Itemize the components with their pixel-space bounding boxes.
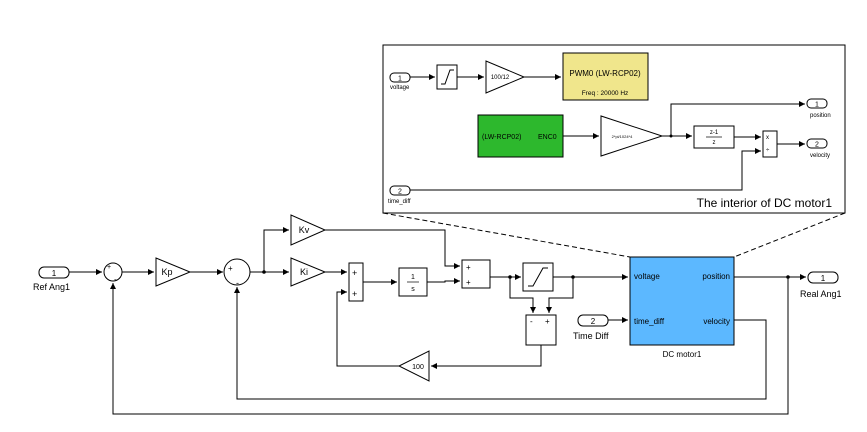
- inset-wire-to-position: [670, 101, 805, 136]
- enc0-block[interactable]: [477, 114, 564, 158]
- dc-motor-port-voltage: voltage: [634, 272, 660, 281]
- inset-pwm-gain-block[interactable]: [485, 60, 526, 94]
- error-sum-plus: +: [107, 264, 111, 271]
- integrator-bottom: s: [411, 286, 415, 293]
- wire-velocity-feedback: [234, 287, 767, 400]
- dc-motor-port-position: position: [702, 272, 730, 281]
- kp-gain-label: Kp: [161, 267, 172, 277]
- wire-awsum-gain: [431, 345, 542, 369]
- saturation-icon: [441, 69, 454, 85]
- dc-motor-port-velocity: velocity: [703, 317, 730, 326]
- wire-gain-sum3: [336, 289, 399, 367]
- zoom-line-right: [733, 212, 846, 258]
- control-sum-block[interactable]: [461, 259, 491, 289]
- inset-title: The interior of DC motor1: [697, 196, 833, 210]
- control-sum-plus-2: +: [466, 278, 471, 287]
- ki-gain-label: Ki: [300, 267, 308, 277]
- inset-outport-velocity-label: velocity: [810, 153, 830, 159]
- real-ang-outport[interactable]: [807, 271, 839, 284]
- pwm0-block[interactable]: [562, 52, 649, 101]
- zoom-line-left: [382, 212, 631, 258]
- ref-ang-inport-label: Ref Ang1: [33, 282, 70, 292]
- inset-inport-time-diff-label: time_diff: [388, 199, 411, 205]
- real-ang-outport-num: 1: [821, 274, 826, 283]
- inset-outport-position[interactable]: [806, 98, 828, 109]
- integrator-top: 1: [411, 274, 415, 281]
- control-sum-plus-1: +: [466, 263, 471, 272]
- integrator-sum-plus-2: +: [352, 289, 357, 299]
- kv-gain-label: Kv: [299, 225, 310, 235]
- inset-enc-gain-label: 2*pi/1024*4: [612, 134, 633, 139]
- enc0-block-name: ENC0: [538, 134, 557, 141]
- inset-wire-time-diff: [410, 148, 761, 191]
- real-ang-outport-label: Real Ang1: [800, 289, 842, 299]
- integrator-sum-plus-1: +: [352, 268, 357, 278]
- pwm0-block-freq: Freq : 20000 Hz: [582, 90, 629, 97]
- inset-inport-voltage-label: voltage: [390, 85, 410, 91]
- ref-ang-inport-num: 1: [52, 269, 57, 278]
- wire-integrator-sum4: [427, 278, 460, 284]
- enc0-block-source: (LW-RCP02): [482, 134, 521, 141]
- inset-outport-position-label: position: [810, 113, 831, 119]
- inset-divide-top: x: [766, 135, 769, 141]
- velocity-sum-minus: -: [236, 278, 239, 288]
- inset-outport-velocity[interactable]: [806, 138, 828, 149]
- ki-gain-block[interactable]: [290, 257, 327, 287]
- wire-position-feedback: [110, 277, 789, 415]
- inset-pwm-gain-label: 100/12: [491, 75, 510, 81]
- inset-inport-voltage-num: 1: [398, 76, 402, 83]
- antiwindup-sum-plus: +: [545, 317, 550, 326]
- pwm0-block-name: PWM0 (LW-RCP02): [569, 69, 641, 78]
- wire-to-kv: [263, 227, 289, 272]
- time-diff-inport-label: Time Diff: [573, 331, 609, 341]
- wire-to-awsum-minus: [509, 277, 536, 313]
- inset-inport-time-diff-num: 2: [398, 189, 402, 196]
- dc-motor-port-time-diff: time_diff: [634, 317, 665, 326]
- wire-to-awsum-plus: [546, 277, 574, 313]
- inset-outport-position-num: 1: [815, 102, 819, 109]
- time-diff-inport-num: 2: [591, 317, 596, 326]
- kv-gain-block[interactable]: [290, 214, 327, 246]
- wire-kv-sum4: [325, 229, 460, 269]
- error-sum-minus: -: [114, 275, 117, 284]
- saturation-icon-main: [528, 267, 548, 287]
- inset-enc-gain-block[interactable]: [600, 115, 664, 157]
- inset-delay-top: z-1: [710, 130, 719, 136]
- velocity-sum-plus: +: [228, 264, 233, 273]
- inset-delay-bottom: z: [713, 140, 716, 146]
- antiwindup-gain-label: 100: [412, 364, 424, 371]
- dc-motor-name: DC motor1: [663, 350, 702, 359]
- dc-motor-subsystem[interactable]: [629, 256, 735, 346]
- kp-gain-block[interactable]: [155, 257, 192, 287]
- antiwindup-sum-minus: -: [530, 317, 533, 326]
- inset-divide-bottom: ÷: [766, 148, 770, 154]
- inset-outport-velocity-num: 2: [815, 142, 819, 149]
- antiwindup-gain-block[interactable]: [397, 350, 430, 382]
- inset-panel: The interior of DC motor1 1 voltage 100/…: [382, 44, 846, 214]
